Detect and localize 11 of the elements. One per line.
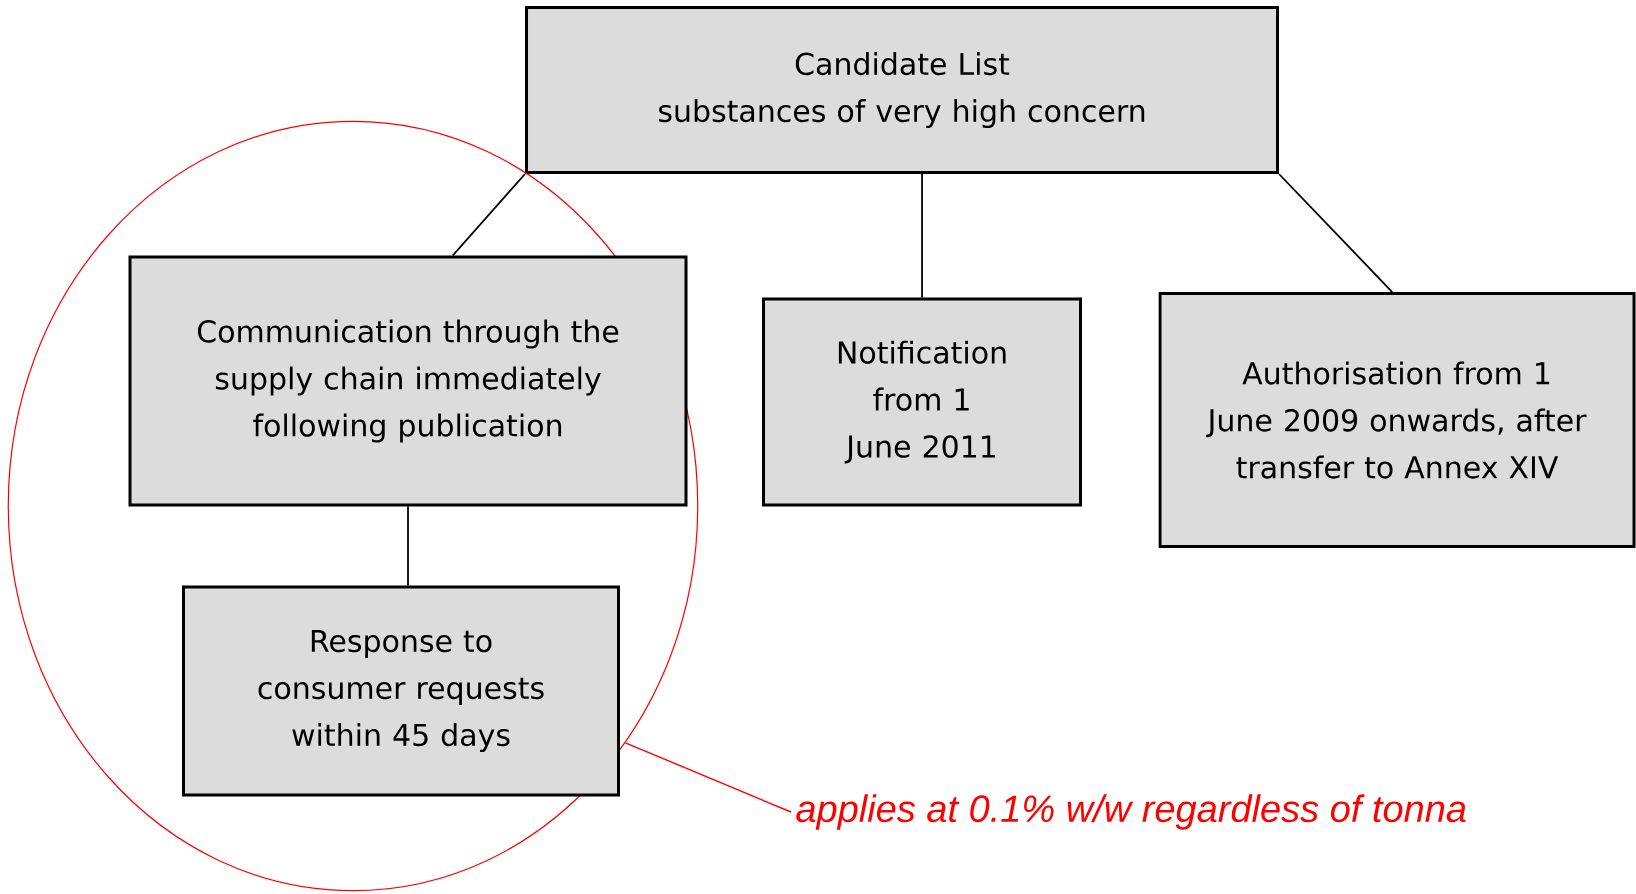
connector-line <box>624 742 792 813</box>
process-box: Response to consumer requests within 45 days <box>182 585 620 797</box>
process-box: Authorisation from 1 June 2009 onwards, after transfer to Annex XIV <box>1158 292 1636 548</box>
note-text: applies at 0.1% w/w regardless of tonna <box>796 794 1466 830</box>
connector-line <box>1278 173 1394 293</box>
process-box: Notification from 1 June 2011 <box>762 297 1082 507</box>
connector-line <box>407 505 409 587</box>
connector-line <box>451 173 526 257</box>
connector-line <box>921 173 923 299</box>
process-box: Candidate List substances of very high concern <box>525 6 1279 174</box>
process-box: Communication through the supply chain immediately following publication <box>128 255 688 507</box>
